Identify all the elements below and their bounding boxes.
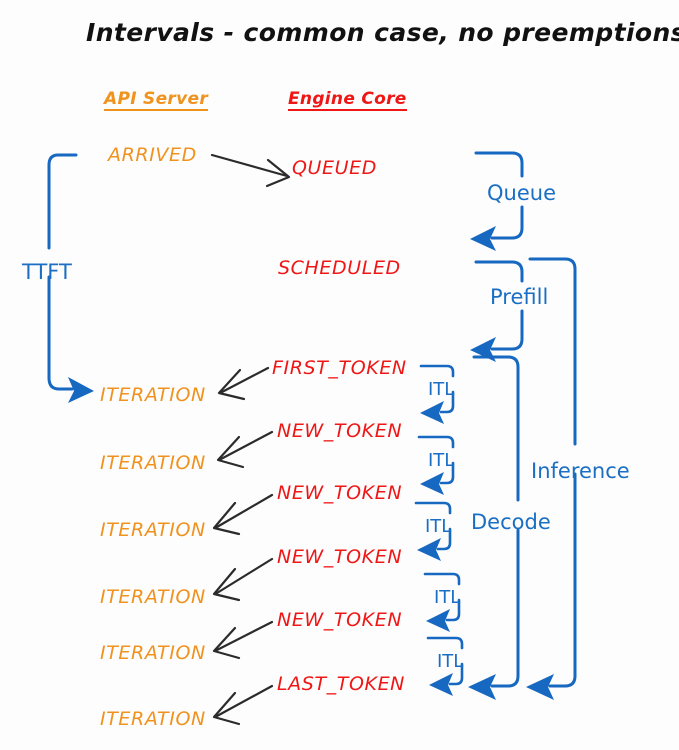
state-new-token-2: NEW_TOKEN: [277, 482, 403, 504]
new-token-to-iteration-arrow-1: [216, 430, 274, 469]
itl-bracket-4: [423, 572, 461, 632]
interval-label-itl-3: ITL: [425, 516, 452, 537]
state-new-token-4: NEW_TOKEN: [277, 609, 403, 631]
new-token-to-iteration-arrow-2: [212, 493, 274, 536]
interval-label-itl-1: ITL: [428, 379, 455, 400]
queue-bracket: [470, 151, 524, 251]
state-scheduled: SCHEDULED: [278, 257, 401, 279]
state-arrived: ARRIVED: [108, 144, 197, 166]
decode-bracket: [468, 355, 520, 700]
state-iteration-5: ITERATION: [100, 642, 206, 664]
new-token-to-iteration-arrow-4: [212, 620, 274, 660]
state-queued: QUEUED: [292, 157, 378, 179]
state-iteration-2: ITERATION: [100, 452, 206, 474]
column-header-api-server: API Server: [104, 89, 209, 111]
interval-label-ttft: TTFT: [22, 260, 72, 284]
itl-bracket-3: [414, 501, 452, 561]
page-title: Intervals - common case, no preemptions: [86, 18, 679, 47]
ttft-bracket: [47, 153, 94, 403]
state-new-token-1: NEW_TOKEN: [277, 420, 403, 442]
state-iteration-1: ITERATION: [100, 384, 206, 406]
state-iteration-4: ITERATION: [100, 586, 206, 608]
last-token-to-iteration-arrow: [212, 684, 274, 726]
interval-label-itl-2: ITL: [428, 450, 455, 471]
state-new-token-3: NEW_TOKEN: [277, 546, 403, 568]
itl-bracket-5: [426, 636, 464, 696]
state-last-token: LAST_TOKEN: [277, 673, 405, 695]
first-token-to-iteration-arrow: [217, 366, 270, 401]
interval-label-itl-5: ITL: [437, 651, 464, 672]
inference-bracket: [526, 257, 577, 700]
interval-label-inference: Inference: [531, 459, 630, 483]
itl-bracket-2: [417, 435, 455, 495]
new-token-to-iteration-arrow-3: [212, 557, 274, 602]
state-first-token: FIRST_TOKEN: [272, 357, 407, 379]
interval-label-itl-4: ITL: [434, 587, 461, 608]
itl-bracket-1: [419, 364, 455, 424]
arrived-to-queued-arrow: [210, 153, 291, 188]
interval-label-decode: Decode: [471, 510, 551, 534]
interval-label-queue: Queue: [487, 181, 556, 205]
interval-label-prefill: Prefill: [490, 285, 549, 309]
column-header-engine-core: Engine Core: [288, 89, 407, 111]
state-iteration-3: ITERATION: [100, 519, 206, 541]
state-iteration-6: ITERATION: [100, 708, 206, 730]
prefill-bracket: [470, 260, 524, 362]
